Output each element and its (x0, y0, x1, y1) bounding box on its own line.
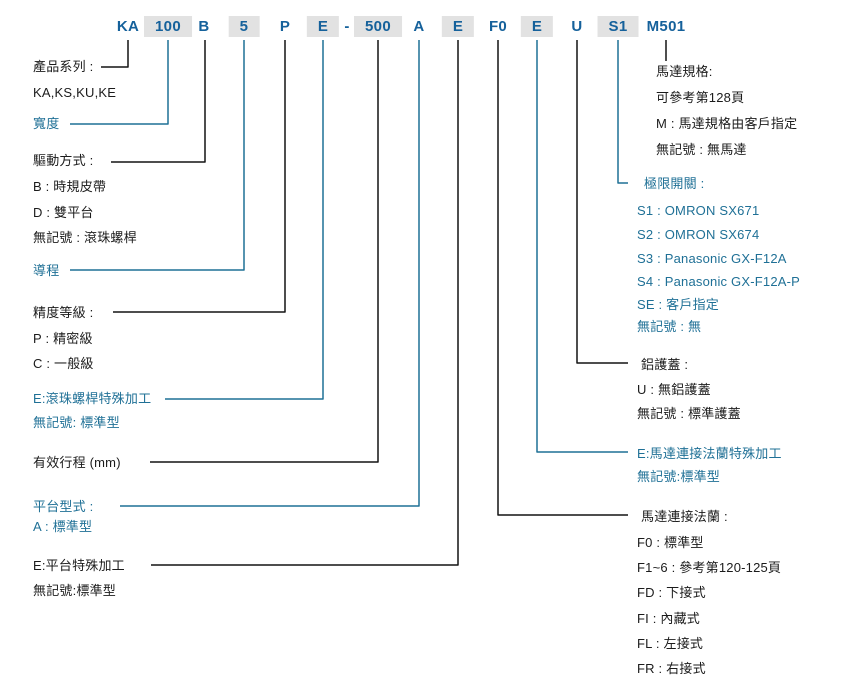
accuracy-option-c: C : 一般級 (33, 356, 94, 371)
product-series-title: 產品系列 : (33, 59, 94, 74)
code-segment-motor: M501 (646, 18, 686, 35)
line-ka-to-product-series (101, 40, 129, 68)
ballscrew-special-none: 無記號: 標準型 (33, 415, 120, 430)
drive-type-title: 驅動方式 : (33, 153, 94, 168)
code-segment-width: 100 (144, 16, 192, 37)
line-p-to-accuracy-grade (113, 40, 286, 313)
limit-switch-s3: S3 : Panasonic GX-F12A (637, 251, 787, 266)
code-segment-hyphen: - (344, 18, 350, 35)
aluminum-cover-u: U : 無鋁護蓋 (637, 382, 711, 397)
limit-switch-s4: S4 : Panasonic GX-F12A-P (637, 274, 801, 289)
line-u-to-aluminum-cover (576, 40, 628, 364)
drive-type-option-b: B : 時規皮帶 (33, 179, 107, 194)
code-segment-table-type: A (413, 18, 425, 35)
product-series-values: KA,KS,KU,KE (33, 85, 117, 100)
line-a-to-table-type (120, 40, 420, 507)
flange-special-title: E:馬達連接法蘭特殊加工 (637, 446, 782, 461)
motor-flange-fd: FD : 下接式 (637, 585, 706, 600)
limit-switch-none: 無記號 : 無 (637, 319, 702, 334)
limit-switch-s1: S1 : OMRON SX671 (637, 203, 760, 218)
ballscrew-special-title: E:滾珠螺桿特殊加工 (33, 391, 152, 406)
line-e-to-ballscrew-special (165, 40, 324, 400)
line-f0-to-motor-flange (497, 40, 628, 516)
table-type-title: 平台型式 : (33, 499, 94, 514)
drive-type-option-none: 無記號 : 滾珠螺桿 (33, 230, 137, 245)
lead-title: 導程 (33, 263, 60, 278)
aluminum-cover-title: 鋁護蓋 : (641, 357, 689, 372)
code-segment-stroke: 500 (354, 16, 402, 37)
flange-special-none: 無記號:標準型 (637, 469, 721, 484)
code-segment-cover: U (571, 18, 583, 35)
effective-stroke-title: 有效行程 (mm) (33, 455, 121, 470)
limit-switch-se: SE : 客戶指定 (637, 297, 719, 312)
line-b-to-drive-type (111, 40, 206, 163)
line-s1-to-limit-switch (617, 40, 628, 184)
motor-flange-f0: F0 : 標準型 (637, 535, 704, 550)
line-5-to-lead (70, 40, 245, 271)
table-special-title: E:平台特殊加工 (33, 558, 125, 573)
line-500-to-effective-stroke (150, 40, 379, 463)
code-segment-lead: 5 (228, 16, 260, 37)
motor-flange-f16: F1~6 : 參考第120-125頁 (637, 560, 782, 575)
code-segment-drive: B (198, 18, 210, 35)
motor-spec-ref: 可參考第128頁 (656, 90, 745, 105)
line-e-to-flange-special (536, 40, 628, 453)
code-segment-screw-special: E (306, 16, 340, 37)
motor-spec-option-m: M : 馬達規格由客戶指定 (656, 116, 798, 131)
line-100-to-width (70, 40, 169, 125)
motor-spec-none: 無記號 : 無馬達 (656, 142, 747, 157)
motor-flange-title: 馬達連接法蘭 : (641, 509, 728, 524)
drive-type-option-d: D : 雙平台 (33, 205, 94, 220)
table-type-option-a: A : 標準型 (33, 519, 93, 534)
table-special-none: 無記號:標準型 (33, 583, 117, 598)
accuracy-grade-title: 精度等級 : (33, 305, 94, 320)
motor-spec-title: 馬達規格: (656, 64, 713, 79)
motor-flange-fr: FR : 右接式 (637, 661, 706, 676)
accuracy-option-p: P : 精密級 (33, 331, 93, 346)
aluminum-cover-none: 無記號 : 標準護蓋 (637, 406, 741, 421)
code-segment-table-special: E (441, 16, 475, 37)
motor-flange-fl: FL : 左接式 (637, 636, 704, 651)
code-segment-accuracy: P (279, 18, 291, 35)
line-e-to-table-special (151, 40, 459, 566)
limit-switch-s2: S2 : OMRON SX674 (637, 227, 760, 242)
limit-switch-title: 極限開關 : (644, 176, 705, 191)
code-segment-flange-special: E (520, 16, 554, 37)
code-segment-flange: F0 (488, 18, 508, 35)
motor-flange-fi: FI : 內藏式 (637, 611, 700, 626)
code-segment-series: KA (116, 18, 140, 35)
width-title: 寬度 (33, 116, 60, 131)
code-segment-limit-switch: S1 (597, 16, 639, 37)
